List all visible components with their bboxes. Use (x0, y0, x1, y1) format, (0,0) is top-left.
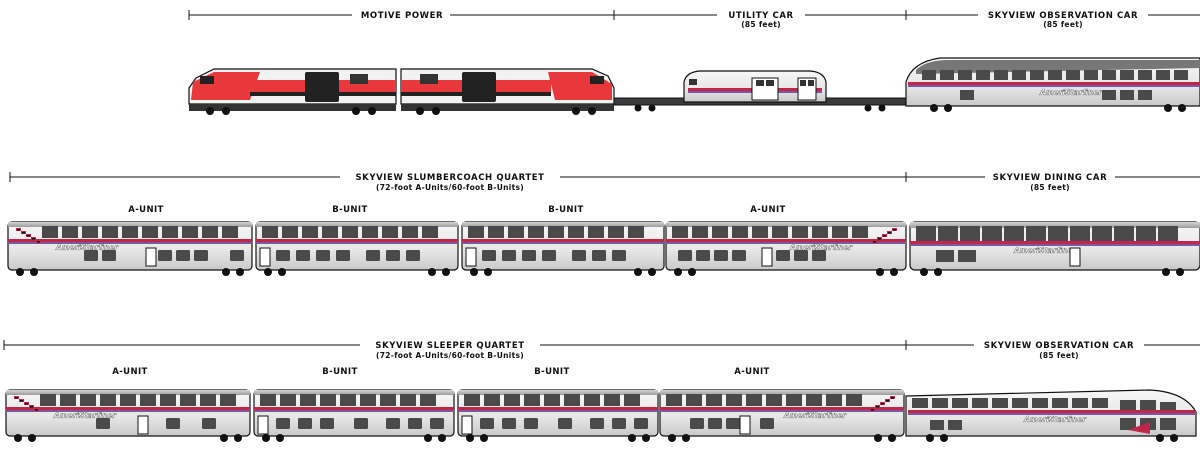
livery-observation-bottom: AmeriStarliner (1023, 415, 1087, 424)
sleeper-a-unit-1-stair-decal (14, 396, 39, 411)
section-subtitle-utility-car: (85 feet) (741, 20, 781, 29)
unit-label-row3-4: A-UNIT (734, 367, 769, 377)
unit-label-row2-1: A-UNIT (128, 205, 163, 215)
section-title-utility-car: UTILITY CAR (728, 11, 793, 21)
utility-car (613, 70, 907, 112)
observation-top-windows (922, 70, 1188, 80)
slumbercoach-a-unit-1-upper-windows (42, 226, 238, 238)
slumbercoach-a-unit-1: AmeriStarliner (7, 221, 253, 276)
slumbercoach-a-unit-1-livery: AmeriStarliner (55, 243, 119, 252)
locomotive-2 (400, 68, 615, 115)
unit-label-row3-3: B-UNIT (534, 367, 569, 377)
sleeper-b-unit-2-upper-windows (464, 394, 640, 406)
slumbercoach-b-unit-2-lower-windows (482, 250, 626, 261)
sleeper-a-unit-1-lower-windows (96, 418, 216, 429)
livery-dining-car: AmeriStarliner (1013, 246, 1077, 255)
observation-car-top: AmeriStarliner (905, 57, 1200, 112)
dimension-motive-power: MOTIVE POWER (188, 9, 615, 21)
unit-label-row2-3: B-UNIT (548, 205, 583, 215)
section-subtitle-observation-top: (85 feet) (1043, 20, 1083, 29)
sleeper-b-unit-1-lower-windows (276, 418, 444, 429)
sleeper-a-unit-2: AmeriStarliner (659, 389, 905, 442)
slumbercoach-a-unit-2-upper-windows (672, 226, 868, 238)
slumbercoach-b-unit-1-lower-windows (276, 250, 420, 261)
section-subtitle-sleeper: (72-foot A-Units/60-foot B-Units) (376, 351, 524, 360)
section-title-slumbercoach: SKYVIEW SLUMBERCOACH QUARTET (355, 173, 544, 183)
dimension-observation-top: SKYVIEW OBSERVATION CAR (85 feet) (906, 9, 1200, 29)
section-title-observation-top: SKYVIEW OBSERVATION CAR (988, 11, 1138, 21)
section-title-dining-car: SKYVIEW DINING CAR (993, 173, 1107, 183)
sleeper-a-unit-1-upper-windows (40, 394, 236, 406)
sleeper-a-unit-2-upper-windows (666, 394, 862, 406)
sleeper-a-unit-2-stair-decal (870, 396, 895, 411)
slumbercoach-b-unit-1 (255, 221, 459, 276)
slumbercoach-b-unit-2 (461, 221, 665, 276)
slumbercoach-a-unit-2-livery: AmeriStarliner (789, 243, 853, 252)
livery-observation-top: AmeriStarliner (1039, 88, 1103, 97)
slumbercoach-b-unit-2-upper-windows (468, 226, 644, 238)
section-title-observation-bottom: SKYVIEW OBSERVATION CAR (984, 341, 1134, 351)
section-subtitle-dining-car: (85 feet) (1030, 183, 1070, 192)
slumbercoach-a-unit-1-stair-decal (16, 228, 41, 243)
row3-cars: AmeriStarliner AmeriStarliner (5, 389, 905, 442)
section-subtitle-observation-bottom: (85 feet) (1039, 351, 1079, 360)
observation-car-bottom: AmeriStarliner (905, 389, 1197, 442)
observation-bottom-upper-windows (912, 398, 1108, 408)
unit-label-row3-1: A-UNIT (112, 367, 147, 377)
sleeper-b-unit-2 (457, 389, 659, 442)
locomotive-1 (188, 68, 397, 115)
sleeper-a-unit-2-livery: AmeriStarliner (783, 411, 847, 420)
dimension-sleeper: SKYVIEW SLEEPER QUARTET (72-foot A-Units… (3, 339, 907, 360)
unit-label-row2-2: B-UNIT (332, 205, 367, 215)
sleeper-a-unit-2-lower-windows (690, 418, 774, 429)
slumbercoach-a-unit-2-stair-decal (872, 228, 897, 243)
section-title-motive-power: MOTIVE POWER (361, 11, 443, 21)
section-title-sleeper: SKYVIEW SLEEPER QUARTET (375, 341, 524, 351)
sleeper-a-unit-1: AmeriStarliner (5, 389, 251, 442)
section-subtitle-slumbercoach: (72-foot A-Units/60-foot B-Units) (376, 183, 524, 192)
dimension-observation-bottom: SKYVIEW OBSERVATION CAR (85 feet) (906, 339, 1200, 360)
slumbercoach-a-unit-2-lower-windows (678, 250, 826, 261)
dimension-utility-car: UTILITY CAR (85 feet) (614, 9, 907, 29)
dimension-dining-car: SKYVIEW DINING CAR (85 feet) (906, 171, 1200, 192)
dimension-slumbercoach: SKYVIEW SLUMBERCOACH QUARTET (72-foot A-… (9, 171, 907, 192)
unit-label-row2-4: A-UNIT (750, 205, 785, 215)
dining-car: AmeriStarliner (909, 221, 1200, 276)
row2-cars: AmeriStarliner AmeriStarliner (7, 221, 907, 276)
sleeper-a-unit-1-livery: AmeriStarliner (53, 411, 117, 420)
sleeper-b-unit-1 (253, 389, 455, 442)
slumbercoach-b-unit-1-upper-windows (262, 226, 438, 238)
slumbercoach-a-unit-2: AmeriStarliner (665, 221, 907, 276)
sleeper-b-unit-2-lower-windows (480, 418, 648, 429)
sleeper-b-unit-1-upper-windows (260, 394, 436, 406)
slumbercoach-a-unit-1-lower-windows (84, 250, 244, 261)
unit-label-row3-2: B-UNIT (322, 367, 357, 377)
